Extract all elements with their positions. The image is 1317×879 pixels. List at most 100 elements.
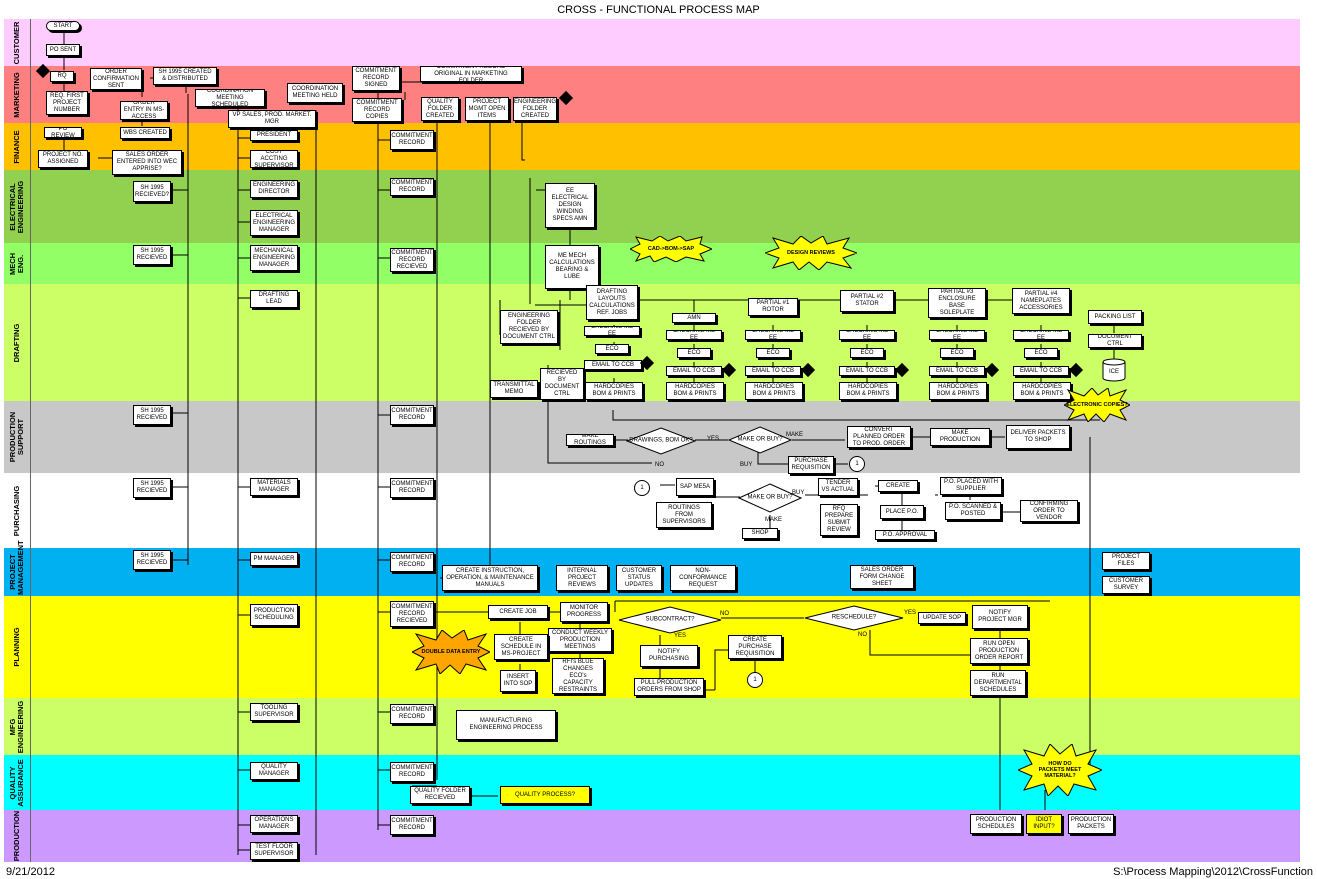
engineering-folder-recieved-node[interactable]: ENGINEERING FOLDER RECIEVED BY DOCUMENT …: [500, 310, 558, 344]
commitment-signed-node[interactable]: COMMITMENT RECORD SIGNED: [352, 66, 400, 91]
packing-list-node[interactable]: PACKING LIST: [1088, 310, 1142, 324]
shop-node[interactable]: SHOP: [742, 528, 778, 539]
eco-node[interactable]: ECO: [850, 348, 884, 358]
email-ccb-node[interactable]: EMAIL TO CCB: [1013, 366, 1069, 376]
update-sop-node[interactable]: UPDATE SOP: [918, 612, 966, 624]
quality-folder-recieved-node[interactable]: QUALITY FOLDER RECIEVED: [410, 786, 470, 804]
email-ccb-node[interactable]: EMAIL TO CCB: [584, 360, 642, 370]
email-ccb-node[interactable]: EMAIL TO CCB: [666, 366, 722, 376]
coordination-scheduled-node[interactable]: COORDINATION MEETING SCHEDULED: [195, 89, 265, 107]
make-or-buy-decision[interactable]: MAKE OR BUY?: [728, 426, 792, 454]
hardcopies-node[interactable]: HARDCOPIES BOM & PRINTS: [585, 382, 643, 400]
project-mgmt-open-node[interactable]: PROJECT MGMT OPEN ITEMS: [465, 97, 509, 121]
hardcopies-node[interactable]: HARDCOPIES BOM & PRINTS: [929, 382, 987, 400]
checking-node[interactable]: CHECKING ME EE: [839, 330, 895, 340]
tender-actual-node[interactable]: TENDER VS ACTUAL: [818, 478, 858, 496]
commitment-record-electrical[interactable]: COMMITMENT RECORD: [390, 178, 434, 196]
eco-node[interactable]: ECO: [595, 344, 629, 354]
make-production-node[interactable]: MAKE PRODUCTION: [930, 428, 990, 446]
po-scanned-node[interactable]: P.O. SCANNED & POSTED: [945, 502, 1001, 520]
po-sent-node[interactable]: PO SENT: [46, 44, 80, 56]
create-instructions-node[interactable]: CREATE INSTRUCTION, OPERATION, & MAINTEN…: [442, 565, 538, 591]
rfis-node[interactable]: RFI's BLUE CHANGES ECO's CAPACITY RESTRA…: [552, 658, 604, 694]
vp-sales-node[interactable]: VP SALES, PROD. MARKET. MGR: [228, 110, 316, 128]
reschedule-decision[interactable]: RESCHEDULE?: [804, 605, 904, 631]
deliver-packets-node[interactable]: DELIVER PACKETS TO SHOP: [1006, 425, 1070, 449]
sales-order-node[interactable]: SALES ORDER ENTERED INTO WEC APPRISE?: [112, 150, 182, 175]
notify-purchasing-node[interactable]: NOTIFY PURCHASING: [640, 645, 698, 667]
project-no-node[interactable]: PROJECT NO. ASSIGNED: [38, 150, 88, 168]
make-routings-node[interactable]: MAKE ROUTINGS: [566, 434, 614, 446]
commitment-record-purchasing[interactable]: COMMITMENT RECORD: [390, 478, 434, 498]
mfg-process-node[interactable]: MANUFACTURING ENGINEERING PROCESS: [456, 710, 556, 740]
quality-process-node[interactable]: QUALITY PROCESS?: [500, 786, 590, 804]
rq-node[interactable]: RQ: [50, 71, 74, 82]
partial3-node[interactable]: PARTIAL #3 ENCLOSURE BASE SOLEPLATE: [928, 288, 986, 318]
quality-manager-node[interactable]: QUALITY MANAGER: [250, 762, 298, 780]
customer-survey-node[interactable]: CUSTOMER SURVEY: [1102, 576, 1150, 594]
conduct-meetings-node[interactable]: CONDUCT WEEKLY PRODUCTION MEETINGS: [548, 628, 612, 652]
hardcopies-node[interactable]: HARDCOPIES BOM & PRINTS: [1013, 382, 1071, 400]
sap-me5a-node[interactable]: SAP ME5A: [676, 478, 714, 496]
sh-recieved-electrical[interactable]: SH 1995 RECIEVED?: [133, 181, 171, 202]
sh-recieved-mech[interactable]: SH 1995 RECIEVED: [133, 245, 171, 265]
production-scheduling-node[interactable]: PRODUCTION SCHEDULING: [250, 604, 298, 626]
checking-node[interactable]: CHECKING ME EE: [584, 326, 640, 336]
hardcopies-node[interactable]: HARDCOPIES BOM & PRINTS: [839, 382, 897, 400]
me-calc-node[interactable]: ME MECH CALCULATIONS BEARING & LUBE: [545, 245, 599, 289]
test-floor-node[interactable]: TEST FLOOR SUPERVISOR: [250, 842, 298, 860]
create-schedule-node[interactable]: CREATE SCHEDULE IN MS-PROJECT: [494, 634, 548, 660]
operations-manager-node[interactable]: OPERATIONS MANAGER: [250, 815, 298, 833]
recieved-document-node[interactable]: RECIEVED BY DOCUMENT CTRL: [540, 368, 584, 400]
eco-node[interactable]: ECO: [1024, 348, 1058, 358]
place-po-node[interactable]: PLACE P.O.: [880, 505, 924, 519]
order-confirmation-node[interactable]: ORDER CONFIRMATION SENT: [90, 68, 142, 90]
make-or-buy-decision[interactable]: MAKE OR BUY?: [738, 483, 802, 513]
create-node[interactable]: CREATE: [878, 480, 918, 492]
run-departmental-node[interactable]: RUN DEPARTMENTAL SCHEDULES: [970, 670, 1026, 696]
eco-node[interactable]: ECO: [677, 348, 711, 358]
checking-node[interactable]: CHECKING ME EE: [666, 330, 722, 340]
eco-node[interactable]: ECO: [940, 348, 974, 358]
order-entry-node[interactable]: ORDER ENTRY IN MS-ACCESS: [120, 101, 168, 120]
electrical-manager-node[interactable]: ELECTRICAL ENGINEERING MANAGER: [250, 210, 298, 236]
coordination-held-node[interactable]: COORDINATION MEETING HELD: [287, 83, 343, 103]
req-first-project-node[interactable]: REQ. FIRST PROJECT NUMBER: [46, 91, 88, 115]
hardcopies-node[interactable]: HARDCOPIES BOM & PRINTS: [666, 382, 724, 400]
commitment-record-pm[interactable]: COMMITMENT RECORD: [390, 552, 434, 572]
commitment-record-quality[interactable]: COMMITMENT RECORD: [390, 762, 434, 782]
email-ccb-node[interactable]: EMAIL TO CCB: [839, 366, 895, 376]
president-node[interactable]: PRESIDENT: [250, 130, 298, 141]
create-job-node[interactable]: CREATE JOB: [488, 605, 548, 619]
commitment-original-node[interactable]: COMMITMENT RECORD ORIGINAL IN MARKETING …: [420, 66, 522, 82]
commitment-record-production[interactable]: COMMITMENT RECORD: [390, 815, 434, 835]
subcontract-decision[interactable]: SUBCONTRACT?: [618, 606, 722, 634]
partial2-node[interactable]: PARTIAL #2 STATOR: [840, 290, 894, 312]
engineering-folder-node[interactable]: ENGINEERING FOLDER CREATED: [513, 97, 557, 121]
start-terminal[interactable]: START: [46, 21, 80, 31]
eco-node[interactable]: ECO: [756, 348, 790, 358]
confirming-order-node[interactable]: CONFIRMING ORDER TO VENDOR: [1020, 500, 1078, 522]
rfq-node[interactable]: RFQ PREPARE SUBMIT REVIEW: [820, 504, 858, 536]
sh-recieved-purchasing[interactable]: SH 1995 RECIEVED: [133, 478, 171, 498]
production-schedules-node[interactable]: PRODUCTION SCHEDULES: [970, 814, 1022, 834]
cost-accounting-node[interactable]: COST ACCTING SUPERVISOR: [250, 150, 298, 168]
customer-status-node[interactable]: CUSTOMER STATUS UPDATES: [616, 565, 662, 591]
production-packets-node[interactable]: PRODUCTION PACKETS: [1068, 814, 1114, 834]
sh-created-node[interactable]: SH 1995 CREATED & DISTRIBUTED: [153, 67, 217, 85]
project-files-node[interactable]: PROJECT FILES: [1102, 552, 1150, 570]
idiot-input-node[interactable]: IDIOT INPUT?: [1026, 814, 1062, 834]
sales-order-change-node[interactable]: SALES ORDER FORM CHANGE SHEET: [850, 565, 914, 589]
routings-supervisors-node[interactable]: ROUTINGS FROM SUPERVISORS: [656, 502, 712, 528]
create-purchase-req-node[interactable]: CREATE PURCHASE REQUISITION: [728, 635, 782, 659]
checking-node[interactable]: CHECKING ME EE: [745, 330, 801, 340]
quality-folder-node[interactable]: QUALITY FOLDER CREATED: [421, 97, 459, 121]
partial4-node[interactable]: PARTIAL #4 NAMEPLATES ACCESSORIES: [1012, 288, 1070, 314]
engineering-director-node[interactable]: ENGINEERING DIRECTOR: [250, 180, 298, 198]
commitment-recieved-mech[interactable]: COMMITMENT RECORD RECIEVED: [390, 248, 434, 272]
commitment-recieved-planning[interactable]: COMMITMENT RECORD RECIEVED: [390, 601, 434, 627]
mechanical-manager-node[interactable]: MECHANICAL ENGINEERING MANAGER: [250, 245, 298, 271]
materials-manager-node[interactable]: MATERIALS MANAGER: [250, 478, 298, 496]
convert-planned-node[interactable]: CONVERT PLANNED ORDER TO PROD. ORDER: [847, 426, 911, 448]
amn-node[interactable]: AMN: [672, 313, 716, 323]
